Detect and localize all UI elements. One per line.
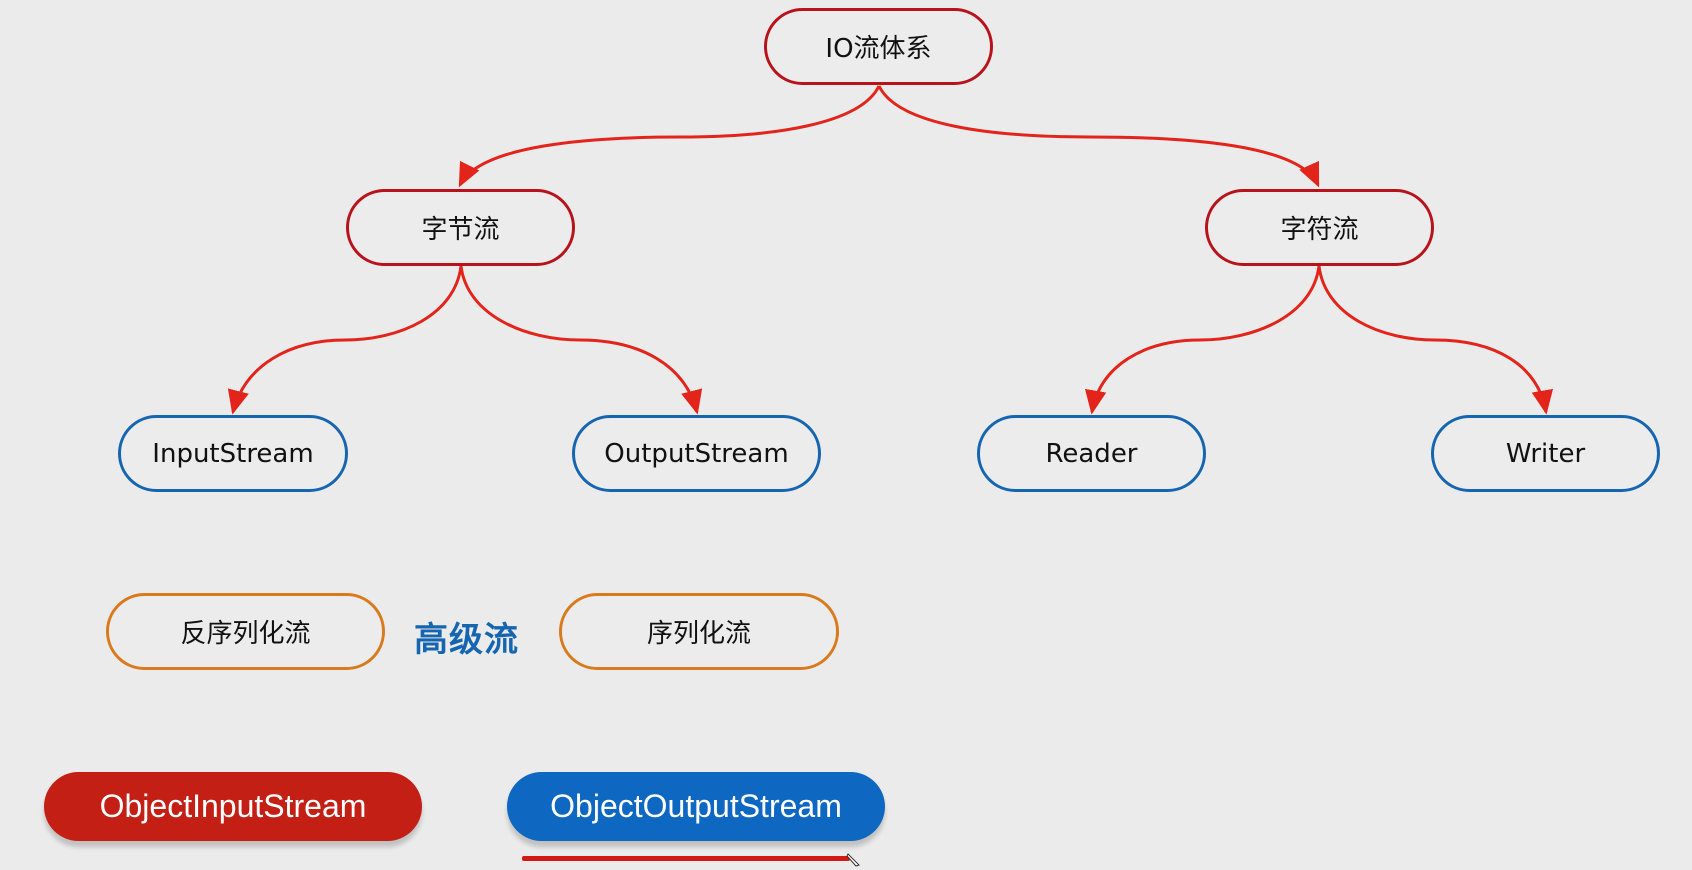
root-node-label: IO流体系 — [825, 34, 932, 64]
root-node: IO流体系 — [764, 8, 993, 85]
serialization-stream-label: 序列化流 — [646, 619, 751, 649]
annotation-underline — [522, 856, 850, 861]
object-output-stream-node: ObjectOutputStream — [507, 772, 885, 841]
serialization-stream-node: 序列化流 — [559, 593, 839, 670]
connector-root-to-char-stream — [877, 85, 1320, 188]
byte-stream-node: 字节流 — [346, 189, 575, 266]
reader-label: Reader — [1045, 438, 1138, 469]
reader-node: Reader — [977, 415, 1206, 492]
writer-label: Writer — [1505, 438, 1586, 469]
advanced-stream-label: 高级流 — [414, 620, 519, 660]
connector-byte-stream-to-output-stream — [459, 265, 703, 415]
connector-char-stream-to-reader — [1084, 265, 1321, 415]
char-stream-node: 字符流 — [1205, 189, 1434, 266]
connector-byte-stream-to-input-stream — [227, 265, 463, 415]
writer-node: Writer — [1431, 415, 1660, 492]
pen-icon — [846, 853, 860, 867]
char-stream-label: 字符流 — [1280, 215, 1359, 245]
object-input-stream-label: ObjectInputStream — [99, 788, 367, 824]
deserialization-stream-label: 反序列化流 — [180, 619, 311, 649]
connector-root-to-byte-stream — [458, 85, 881, 188]
connector-char-stream-to-writer — [1317, 265, 1554, 415]
input-stream-node: InputStream — [118, 415, 348, 492]
deserialization-stream-node: 反序列化流 — [106, 593, 385, 670]
byte-stream-label: 字节流 — [421, 215, 500, 245]
output-stream-node: OutputStream — [572, 415, 821, 492]
input-stream-label: InputStream — [152, 438, 314, 469]
object-input-stream-node: ObjectInputStream — [44, 772, 422, 841]
object-output-stream-label: ObjectOutputStream — [550, 788, 842, 824]
output-stream-label: OutputStream — [604, 438, 789, 469]
